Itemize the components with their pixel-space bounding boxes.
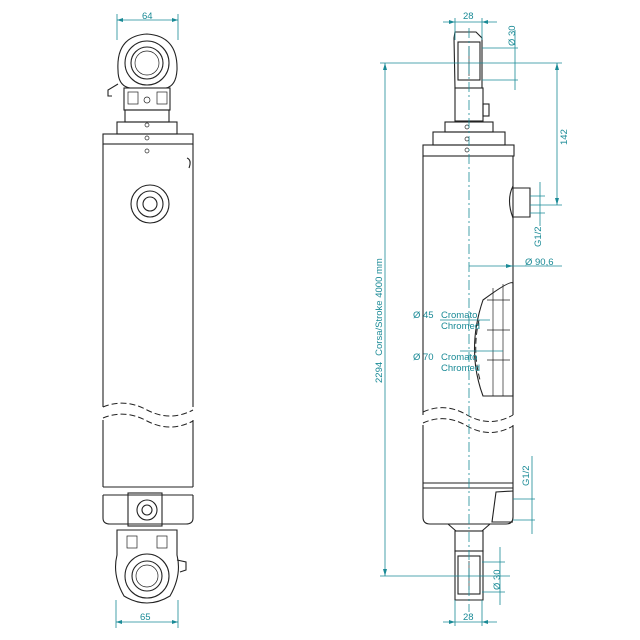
- port-offset-label: 142: [559, 129, 570, 145]
- rod1-diameter-label: Ø 45: [413, 310, 434, 321]
- top-width-label: 64: [142, 11, 153, 22]
- top-clevis-eye: [102, 33, 194, 145]
- top-rod-width-label: 28: [463, 11, 474, 22]
- rod2-diameter-label: Ø 70: [413, 352, 434, 363]
- top-eye-diameter-label: Ø 30: [507, 25, 518, 46]
- rod2-finish-en: Chromed: [441, 363, 480, 374]
- rod1-finish-it: Cromato: [441, 310, 477, 321]
- bottom-clevis-eye: [115, 529, 187, 604]
- cylinder-body: [102, 144, 194, 527]
- right-cylinder-body: [422, 156, 531, 532]
- right-dimensions: 28 Ø 30 2294Corsa/Stroke 4000 mm 142 G1/…: [374, 11, 570, 626]
- bottom-width-label: 65: [140, 612, 151, 623]
- overall-length-label: 2294Corsa/Stroke 4000 mm: [374, 258, 385, 383]
- top-rod-end: [422, 31, 515, 157]
- rod2-finish-it: Cromato: [441, 352, 477, 363]
- left-dimensions: 64 65: [115, 11, 179, 628]
- bottom-rod-width-label: 28: [463, 612, 474, 623]
- right-view: 28 Ø 30 2294Corsa/Stroke 4000 mm 142 G1/…: [374, 11, 570, 626]
- top-port-thread-label: G1/2: [533, 226, 544, 247]
- bottom-port-thread-label: G1/2: [521, 465, 532, 486]
- bottom-eye-diameter-label: Ø 30: [492, 569, 503, 590]
- body-diameter-label: Ø 90,6: [525, 257, 554, 268]
- left-view: 64 65: [102, 11, 194, 628]
- rod1-finish-en: Chromed: [441, 321, 480, 332]
